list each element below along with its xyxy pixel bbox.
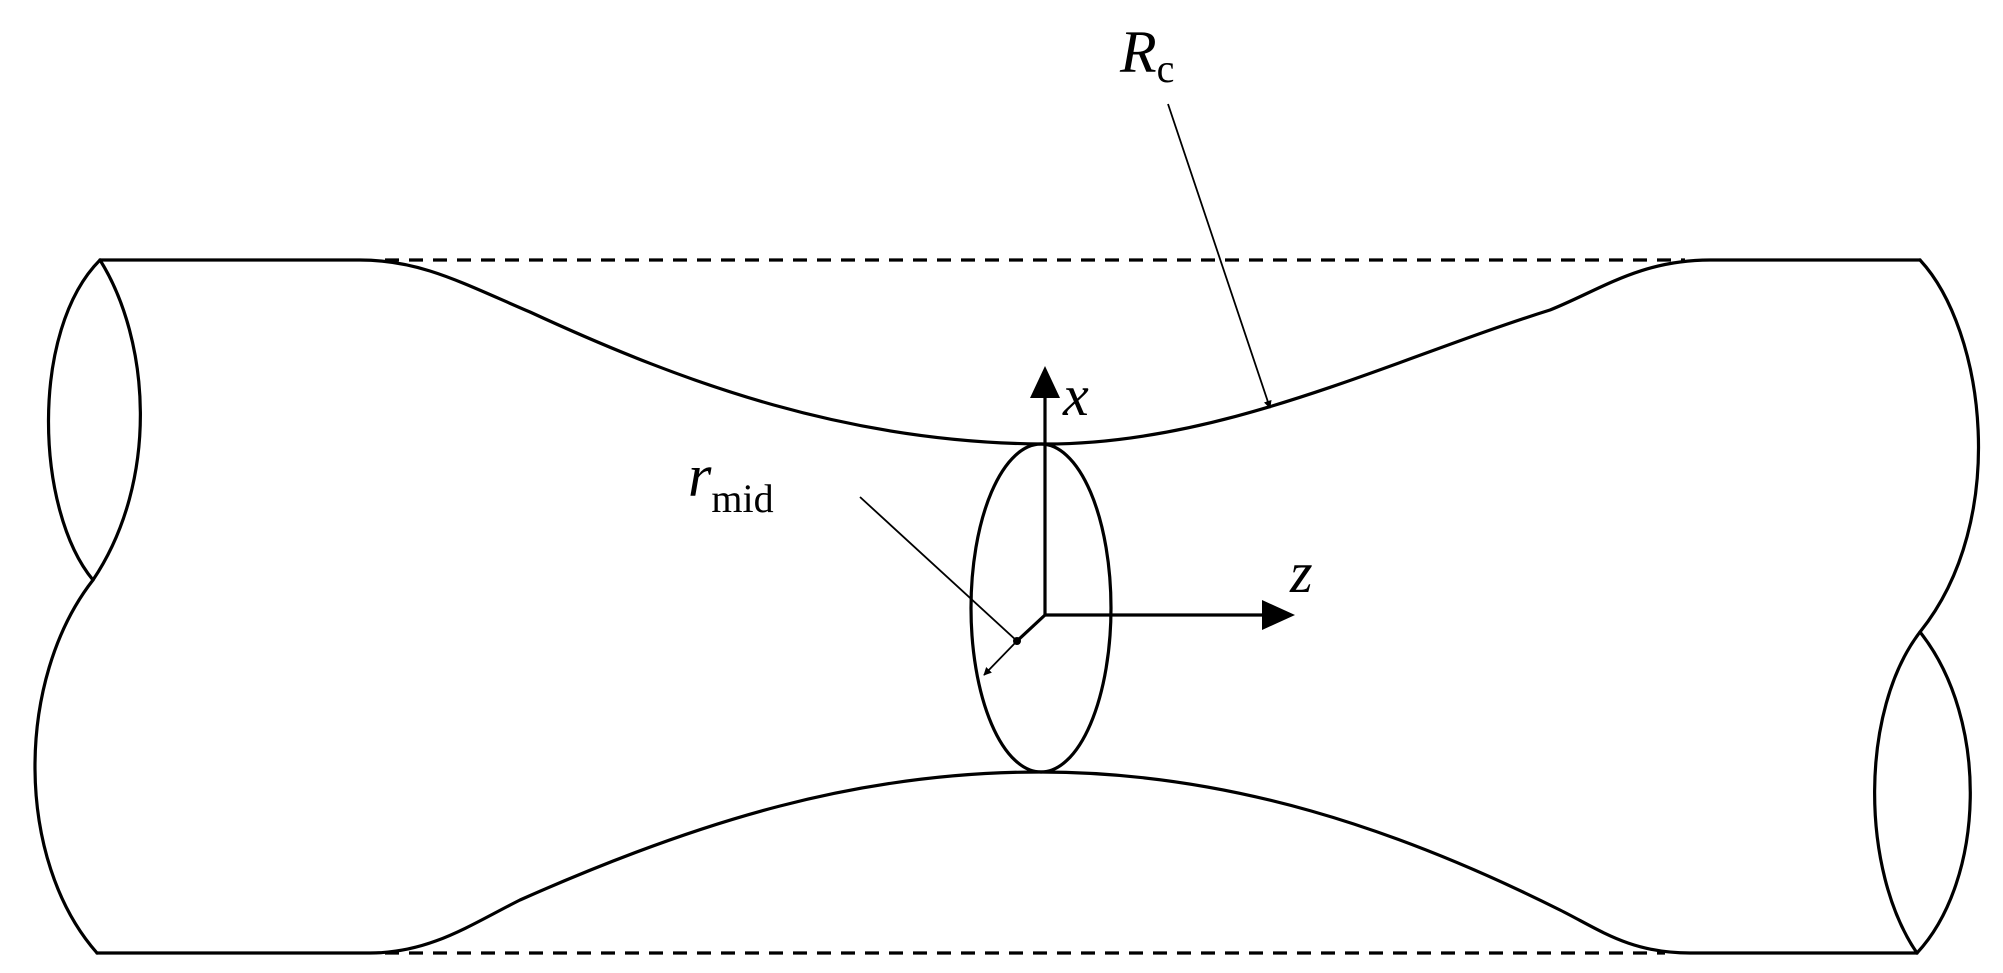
label-axis-z: z: [1289, 540, 1313, 605]
left-end-front-curve: [33, 258, 142, 955]
label-rc: Rc: [1119, 19, 1174, 91]
bottom-outline: [95, 770, 1919, 955]
label-rmid: rmid: [688, 443, 774, 521]
radial-axis-line: [1015, 613, 1047, 643]
label-axis-x: x: [1062, 363, 1089, 428]
right-end-back-curve: [1915, 630, 1972, 955]
mid-cross-section-ellipse: [969, 442, 1113, 774]
right-end-front-curve: [1873, 258, 1981, 955]
rmid-leader-dot: [1013, 637, 1021, 645]
top-outline: [98, 258, 1922, 446]
rc-leader-line: [1167, 103, 1272, 409]
z-axis-arrowhead: [1262, 600, 1295, 630]
rmid-leader-line: [859, 496, 1018, 642]
x-axis-arrowhead: [1030, 366, 1060, 398]
left-end-back-curve: [46, 258, 102, 582]
rmid-arrow: [983, 640, 1018, 676]
